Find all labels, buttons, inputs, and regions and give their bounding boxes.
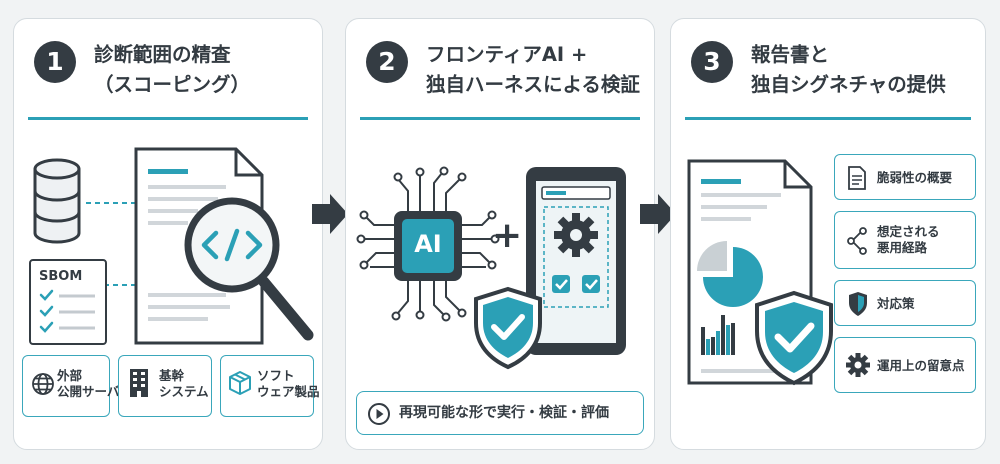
building-icon (130, 369, 148, 397)
code-brackets-icon (201, 228, 263, 262)
harness-device-icon (526, 167, 626, 355)
ai-chip-label: AI (414, 230, 442, 258)
sbom-card: SBOM (29, 259, 107, 345)
checklist-icon (39, 289, 95, 333)
step-number-badge: 2 (366, 41, 408, 83)
code-document-icon (134, 147, 314, 345)
step-number-badge: 1 (34, 41, 76, 83)
play-icon (368, 403, 390, 425)
globe-icon (32, 373, 54, 395)
shield-check-icon (755, 290, 833, 386)
sbom-label: SBOM (39, 269, 83, 284)
arrow-right-icon (640, 194, 676, 234)
deliverable-exploitation-paths: 想定される 悪用経路 (834, 211, 976, 269)
ai-chip-icon (356, 166, 500, 322)
step-number-badge: 3 (691, 41, 733, 83)
divider (685, 117, 971, 120)
step-title: 診断範囲の精査 （スコーピング） (94, 43, 251, 96)
package-icon (229, 371, 251, 395)
document-icon (848, 166, 866, 190)
step-2-panel: 2 フロンティアAI + 独自ハーネスによる検証 AI + (345, 18, 655, 450)
shield-icon (849, 292, 867, 316)
gear-icon (846, 353, 870, 377)
shield-check-icon (474, 286, 542, 370)
arrow-right-icon (312, 194, 348, 234)
execution-footer: 再現可能な形で実行・検証・評価 (356, 391, 644, 435)
step-1-panel: 1 診断範囲の精査 （スコーピング） SBOM (13, 18, 323, 450)
divider (360, 117, 640, 120)
deliverable-countermeasures: 対応策 (834, 280, 976, 326)
target-software-products: ソフト ウェア製品 (220, 355, 320, 417)
database-icon (33, 158, 81, 244)
step-3-panel: 3 報告書と 独自シグネチャの提供 脆弱性の概要 想定される 悪用 (670, 18, 986, 450)
deliverable-vulnerability-summary: 脆弱性の概要 (834, 154, 976, 200)
target-external-servers: 外部 公開サーバ (22, 355, 119, 417)
step-title: 報告書と 独自シグネチャの提供 (751, 43, 946, 96)
path-icon (847, 227, 867, 255)
plus-sign: + (492, 215, 523, 256)
target-core-systems: 基幹 システム (118, 355, 212, 417)
divider (28, 117, 308, 120)
step-title: フロンティアAI + 独自ハーネスによる検証 (426, 43, 640, 96)
deliverable-operational-notes: 運用上の留意点 (834, 337, 976, 393)
